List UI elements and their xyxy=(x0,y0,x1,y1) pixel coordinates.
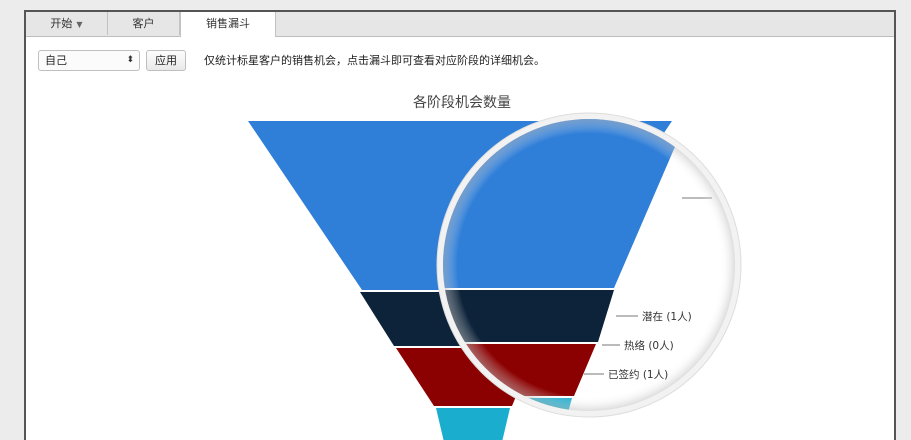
tab-customers-label: 客户 xyxy=(132,17,155,30)
chart-title: 各阶段机会数量 xyxy=(413,95,511,111)
tab-sales-funnel[interactable]: 销售漏斗 xyxy=(180,12,276,37)
magnifier-lens xyxy=(436,112,742,418)
hint-text: 仅统计标星客户的销售机会，点击漏斗即可查看对应阶段的详细机会。 xyxy=(204,54,545,67)
stage-label-signed: 已签约 (1人) xyxy=(608,368,668,381)
funnel-segment-4[interactable] xyxy=(436,408,510,440)
select-arrows-icon: ⬍ xyxy=(126,55,134,65)
apply-button[interactable]: 应用 xyxy=(146,50,186,71)
owner-select-value: 自己 xyxy=(45,54,67,67)
stage-label-potential: 潜在 (1人) xyxy=(642,310,692,323)
tab-start[interactable]: 开始▼ xyxy=(26,12,108,35)
tab-sales-funnel-label: 销售漏斗 xyxy=(206,17,250,30)
chevron-down-icon: ▼ xyxy=(76,20,83,29)
tab-bar: 开始▼ 客户 销售漏斗 xyxy=(26,12,894,37)
tab-start-label: 开始 xyxy=(50,17,73,30)
stage-label-warm: 热络 (0人) xyxy=(624,339,674,352)
tab-customers[interactable]: 客户 xyxy=(108,12,180,35)
funnel-chart: 潜在 (1人) 热络 (0人) 已签约 (1人) xyxy=(248,112,742,440)
app-window: 开始▼ 客户 销售漏斗 自己 ⬍ 应用 仅统计标星客户的销售机会，点击漏斗即可查… xyxy=(24,10,896,440)
owner-select[interactable]: 自己 ⬍ xyxy=(38,50,140,71)
